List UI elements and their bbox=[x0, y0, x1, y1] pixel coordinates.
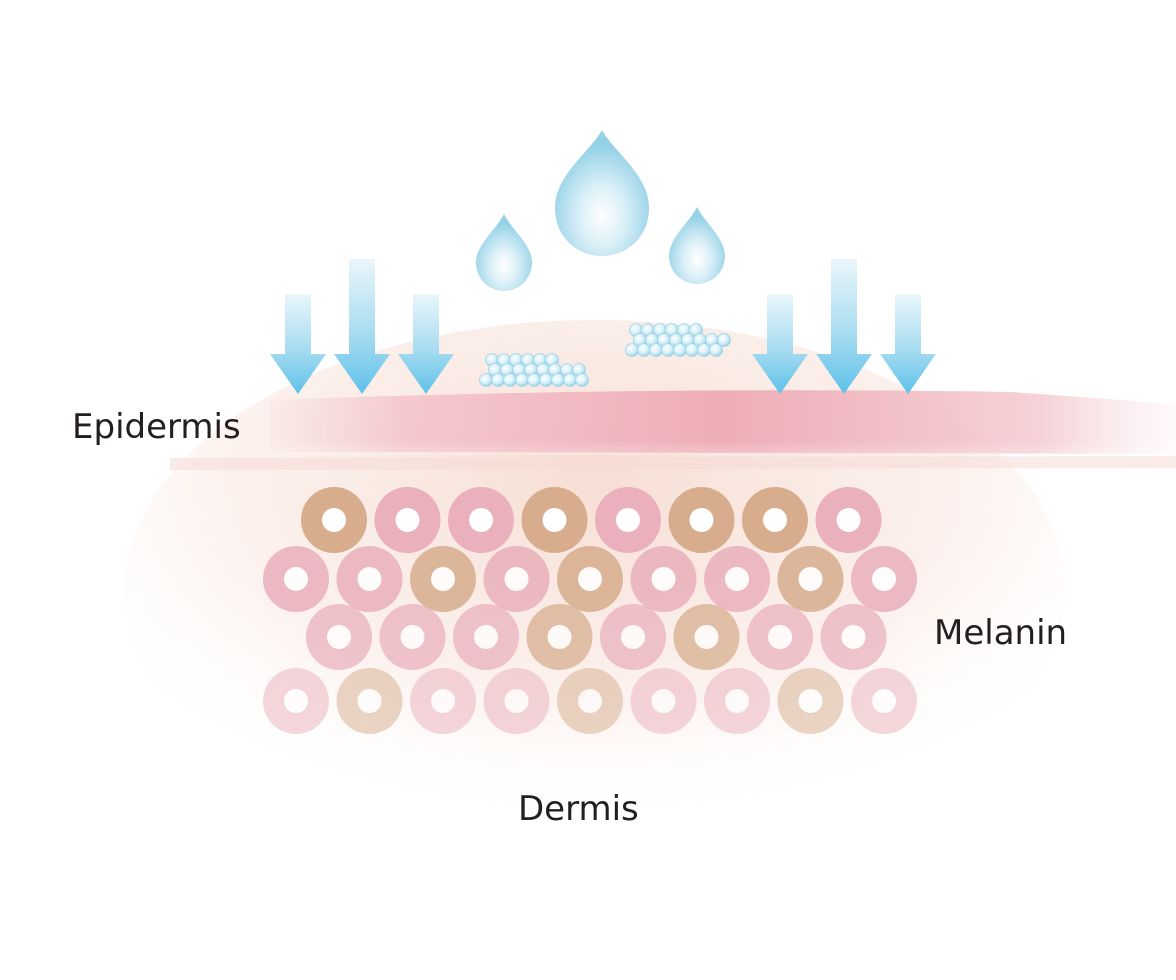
skin-cell-icon bbox=[595, 487, 661, 553]
skin-cell-icon bbox=[777, 668, 844, 734]
skin-cell-icon bbox=[263, 546, 329, 612]
skin-cell-icon bbox=[704, 668, 770, 734]
skin-cell-icon bbox=[410, 546, 476, 612]
penetration-arrows bbox=[270, 259, 936, 394]
skin-cell-icon bbox=[820, 604, 887, 670]
dermis-label: Dermis bbox=[518, 789, 639, 829]
skin-cell-icon bbox=[374, 487, 441, 553]
water-drops bbox=[476, 130, 725, 291]
skin-cell-icon bbox=[815, 487, 882, 553]
skin-cell-icon bbox=[630, 546, 697, 612]
melanin-cells bbox=[263, 487, 917, 734]
skin-cell-icon bbox=[557, 668, 623, 734]
molecule-clusters bbox=[479, 323, 731, 387]
skin-cell-icon bbox=[526, 604, 593, 670]
skin-cell-icon bbox=[410, 668, 476, 734]
water-drop-icon bbox=[555, 130, 649, 256]
molecule-cluster-icon bbox=[479, 353, 589, 387]
skin-cell-icon bbox=[668, 487, 735, 553]
skin-cell-icon bbox=[379, 604, 446, 670]
skin-cell-icon bbox=[704, 546, 770, 612]
water-drop-icon bbox=[669, 207, 725, 284]
skin-cell-icon bbox=[336, 546, 403, 612]
skin-cell-icon bbox=[483, 546, 550, 612]
skin-cell-icon bbox=[453, 604, 519, 670]
down-arrow-icon bbox=[398, 294, 454, 394]
epidermis-layer bbox=[170, 390, 1176, 470]
epidermis-label: Epidermis bbox=[72, 407, 241, 447]
skin-cell-icon bbox=[448, 487, 514, 553]
down-arrow-icon bbox=[816, 259, 872, 394]
skin-cell-icon bbox=[851, 668, 917, 734]
skin-cell-icon bbox=[851, 546, 917, 612]
skin-cell-icon bbox=[747, 604, 813, 670]
molecule-cluster-icon bbox=[625, 323, 731, 357]
skin-cell-icon bbox=[306, 604, 372, 670]
skin-cell-icon bbox=[557, 546, 623, 612]
skin-cell-icon bbox=[263, 668, 329, 734]
water-drop-icon bbox=[476, 214, 532, 291]
skin-cell-icon bbox=[301, 487, 367, 553]
skin-cell-icon bbox=[673, 604, 740, 670]
skin-cell-icon bbox=[630, 668, 697, 734]
down-arrow-icon bbox=[270, 294, 326, 394]
down-arrow-icon bbox=[752, 294, 808, 394]
skin-cell-icon bbox=[521, 487, 588, 553]
skin-cell-icon bbox=[483, 668, 550, 734]
skin-cell-icon bbox=[742, 487, 808, 553]
skin-cell-icon bbox=[336, 668, 403, 734]
melanin-label: Melanin bbox=[934, 613, 1068, 653]
skin-cell-icon bbox=[777, 546, 844, 612]
down-arrow-icon bbox=[880, 294, 936, 394]
skin-cell-icon bbox=[600, 604, 666, 670]
down-arrow-icon bbox=[334, 259, 390, 394]
